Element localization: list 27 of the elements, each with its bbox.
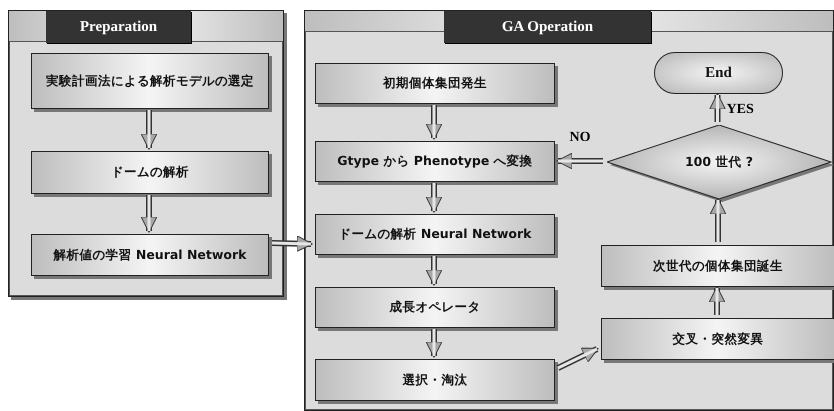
- step-text: 初期個体集団発生: [382, 75, 488, 92]
- step-text: ドームの解析 Neural Network: [338, 226, 532, 243]
- step-text: Gtype から Phenotype へ変換: [336, 153, 534, 170]
- step-text: 実験計画法による解析モデルの選定: [45, 72, 255, 90]
- process-box: [315, 287, 555, 328]
- process-box: [601, 245, 834, 287]
- step-text: 選択・淘汰: [402, 372, 468, 388]
- step-text: ドームの解析: [110, 164, 190, 181]
- panel-heading: GA Operation: [444, 11, 651, 43]
- process-box: [31, 151, 269, 194]
- step-text: End: [704, 64, 733, 82]
- decision-diamond: [607, 125, 831, 199]
- step-text: 成長オペレータ: [388, 299, 482, 316]
- process-box: [31, 53, 269, 109]
- terminal-box: [654, 52, 783, 94]
- edge-label: YES: [726, 102, 755, 116]
- process-box: [315, 141, 555, 182]
- process-box: [315, 214, 555, 255]
- panel-heading: Preparation: [46, 11, 191, 43]
- step-text: 解析値の学習 Neural Network: [52, 246, 248, 264]
- process-box: [315, 359, 555, 401]
- step-text: 次世代の個体集団誕生: [652, 258, 784, 274]
- process-box: [31, 234, 269, 276]
- step-text: 交叉・突然変異: [672, 330, 764, 348]
- process-box: [601, 318, 834, 360]
- process-box: [315, 63, 555, 104]
- decision-text: 100 世代 ?: [684, 154, 754, 170]
